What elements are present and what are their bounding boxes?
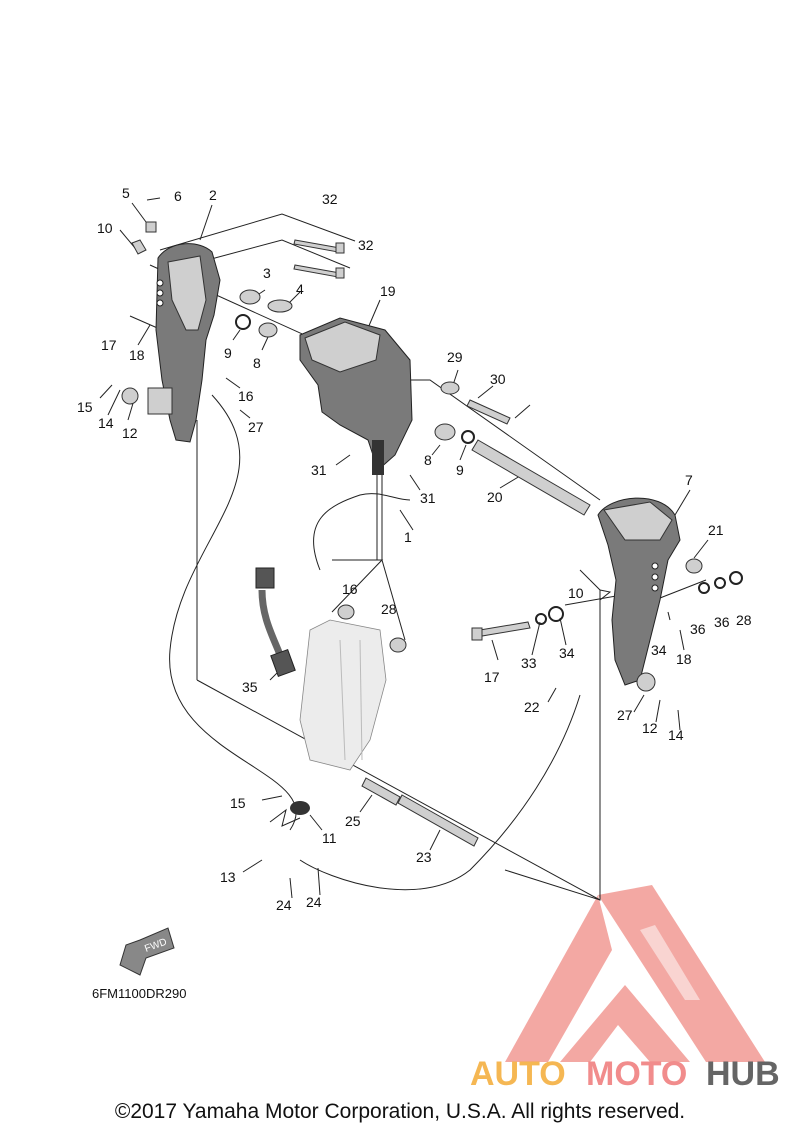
part-label-21: 21 <box>708 522 724 538</box>
part-label-36: 36 <box>690 621 706 637</box>
part-label-8: 8 <box>253 355 261 371</box>
right-clamp-bracket <box>597 497 681 686</box>
part-label-8: 8 <box>424 452 432 468</box>
part-label-10: 10 <box>97 220 113 236</box>
part-label-18: 18 <box>676 651 692 667</box>
part-label-31: 31 <box>311 462 327 478</box>
watermark-text: AUTO MOTO HUB <box>470 1055 780 1093</box>
part-label-32: 32 <box>358 237 374 253</box>
part-label-33: 33 <box>521 655 537 671</box>
diagram-code: 6FM1100DR290 <box>92 986 187 1001</box>
part-label-29: 29 <box>447 349 463 365</box>
ghost-tilt-unit <box>299 619 387 771</box>
part-label-20: 20 <box>487 489 503 505</box>
watermark-text-moto: MOTO <box>586 1055 687 1093</box>
copyright-text: ©2017 Yamaha Motor Corporation, U.S.A. A… <box>114 1100 686 1123</box>
part-label-24: 24 <box>306 894 322 910</box>
part-label-17: 17 <box>484 669 500 685</box>
left-clamp-bracket <box>147 243 221 443</box>
part-label-27: 27 <box>248 419 264 435</box>
part-label-10: 10 <box>568 585 584 601</box>
part-label-32: 32 <box>322 191 338 207</box>
part-label-19: 19 <box>380 283 396 299</box>
part-label-11: 11 <box>322 830 337 846</box>
part-label-17: 17 <box>101 337 117 353</box>
part-label-30: 30 <box>490 371 506 387</box>
fwd-arrow-icon: FWD <box>119 927 175 976</box>
part-label-5: 5 <box>122 185 130 201</box>
grommet <box>290 801 310 815</box>
part-label-12: 12 <box>642 720 658 736</box>
part-label-24: 24 <box>276 897 292 913</box>
part-label-12: 12 <box>122 425 138 441</box>
watermark-logo <box>505 885 765 1062</box>
part-label-15: 15 <box>230 795 246 811</box>
part-label-16: 16 <box>238 388 254 404</box>
part-label-1: 1 <box>404 529 412 545</box>
part-label-15: 15 <box>77 399 93 415</box>
part-label-13: 13 <box>220 869 236 885</box>
part-label-18: 18 <box>129 347 145 363</box>
part-label-14: 14 <box>668 727 684 743</box>
hose <box>255 567 296 678</box>
part-label-23: 23 <box>416 849 432 865</box>
part-label-6: 6 <box>174 188 182 204</box>
part-label-25: 25 <box>345 813 361 829</box>
part-label-4: 4 <box>296 281 304 297</box>
part-label-9: 9 <box>224 345 232 361</box>
part-label-26: 26 <box>0 0 16 3</box>
part-label-28: 28 <box>736 612 752 628</box>
part-label-2: 2 <box>209 187 217 203</box>
part-label-28: 28 <box>381 601 397 617</box>
part-label-27: 27 <box>617 707 633 723</box>
swivel-bracket <box>299 317 413 475</box>
part-label-16: 16 <box>342 581 358 597</box>
part-label-34: 34 <box>651 642 667 658</box>
part-label-22: 22 <box>524 699 540 715</box>
part-label-36: 36 <box>714 614 730 630</box>
part-label-9: 9 <box>456 462 464 478</box>
part-label-34: 34 <box>559 645 575 661</box>
part-label-31: 31 <box>420 490 436 506</box>
watermark-text-auto: AUTO <box>470 1055 566 1093</box>
part-label-3: 3 <box>263 265 271 281</box>
part-label-7: 7 <box>685 472 693 488</box>
part-label-14: 14 <box>98 415 114 431</box>
shafts-and-pins <box>121 221 743 847</box>
part-label-35: 35 <box>242 679 258 695</box>
watermark-text-hub: HUB <box>706 1055 780 1093</box>
